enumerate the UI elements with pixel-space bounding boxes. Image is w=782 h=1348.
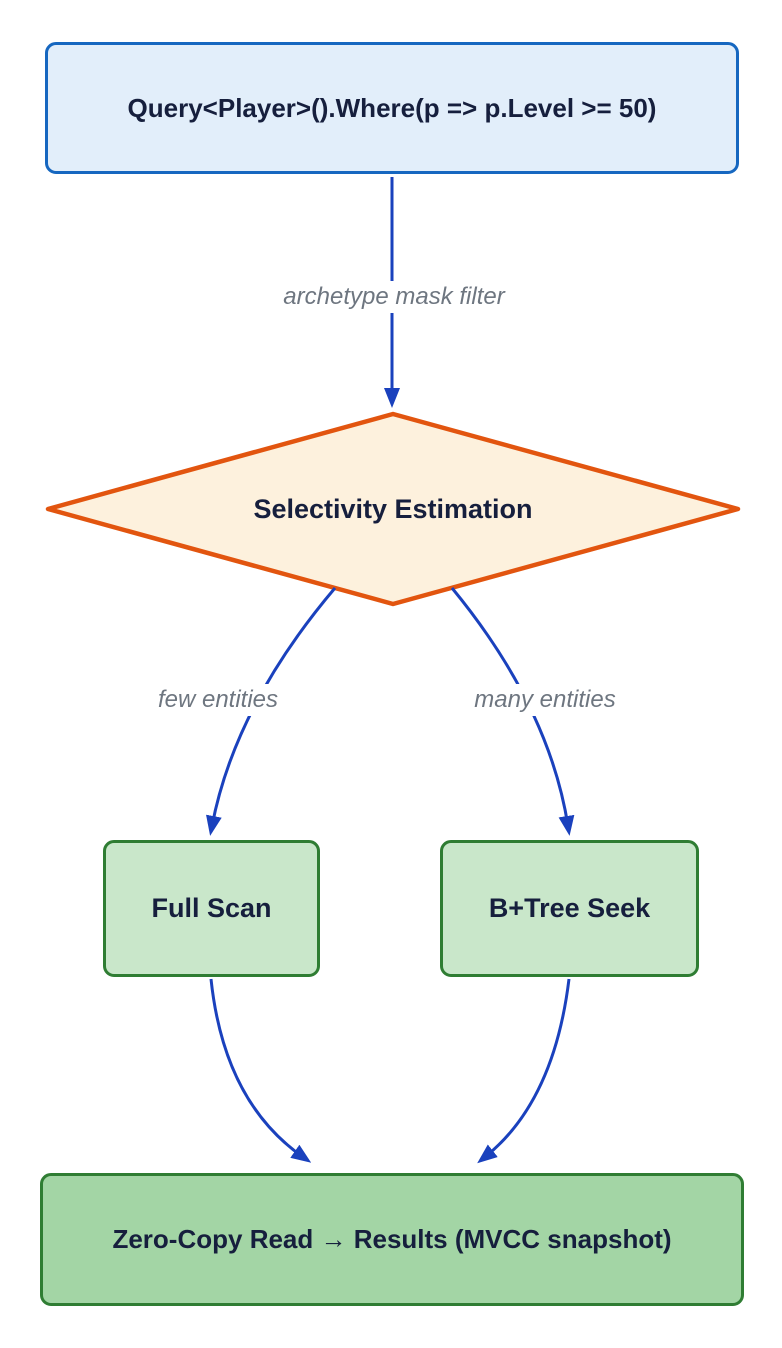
node-btree-seek-label: B+Tree Seek xyxy=(488,893,651,923)
node-full-scan-label: Full Scan xyxy=(151,893,272,923)
node-full-scan: Full Scan xyxy=(103,840,320,977)
selectivity-diamond-shape xyxy=(45,411,741,607)
node-query: Query<Player>().Where(p => p.Level >= 50… xyxy=(45,42,739,174)
node-selectivity-label: Selectivity Estimation xyxy=(253,493,533,524)
node-results: Zero-Copy Read → Results (MVCC snapshot) xyxy=(40,1173,744,1306)
node-query-label: Query<Player>().Where(p => p.Level >= 50… xyxy=(127,92,657,123)
edge-btree-to-results xyxy=(477,978,571,1164)
edge-label-many-entities: many entities xyxy=(465,684,625,716)
edge-fullscan-to-results xyxy=(209,978,312,1163)
node-results-label: Zero-Copy Read → Results (MVCC snapshot) xyxy=(112,1224,672,1254)
edge-label-few-entities: few entities xyxy=(148,684,288,716)
edge-label-archetype-mask-filter: archetype mask filter xyxy=(274,281,514,313)
node-btree-seek: B+Tree Seek xyxy=(440,840,699,977)
node-selectivity: Selectivity Estimation xyxy=(143,481,643,537)
